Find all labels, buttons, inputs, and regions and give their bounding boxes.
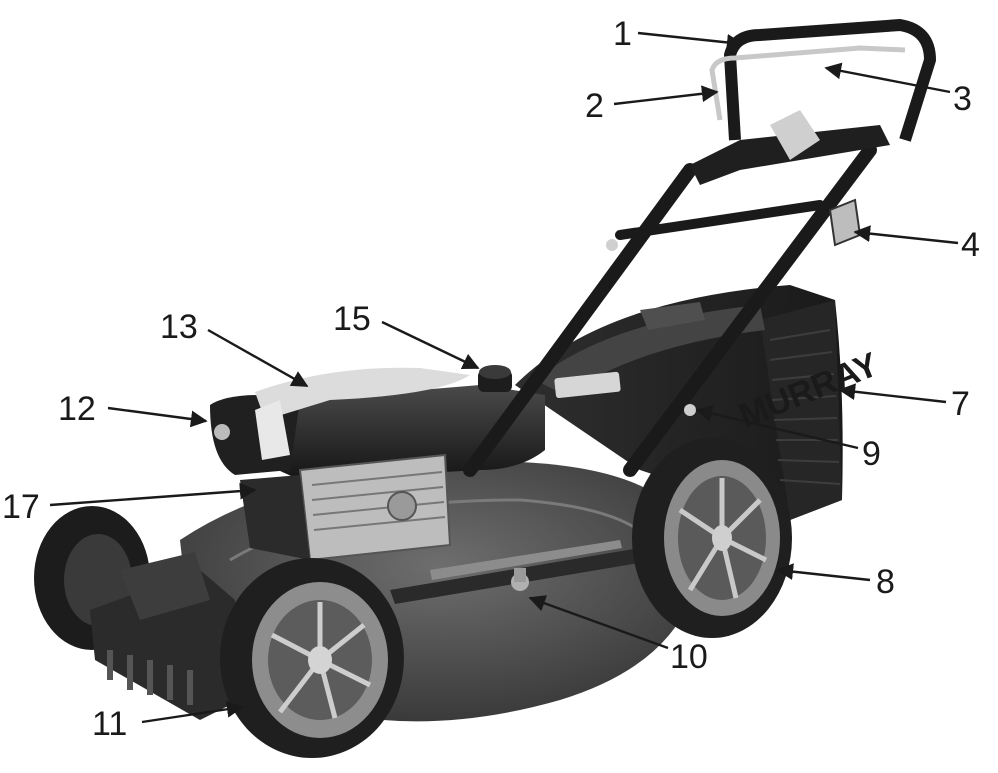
callout-arrow-15: [381, 320, 480, 370]
rear-right-wheel: [632, 438, 792, 638]
callout-arrow-13: [207, 328, 309, 388]
callout-arrow-8: [776, 563, 871, 582]
callout-arrow-7: [838, 383, 947, 404]
callout-label-13: 13: [160, 308, 198, 346]
callout-label-17: 17: [2, 488, 40, 526]
callout-label-2: 2: [585, 87, 604, 125]
callout-label-15: 15: [333, 300, 371, 338]
callout-label-10: 10: [670, 638, 708, 676]
callout-arrow-10: [528, 595, 669, 650]
callout-labels: 1 2 3 4 7 8 9 10 11 12 13 15 17: [2, 15, 980, 743]
callout-arrow-4: [853, 225, 959, 245]
callout-arrow-12: [107, 406, 208, 428]
callout-label-11: 11: [92, 705, 127, 743]
callout-label-9: 9: [862, 435, 881, 473]
callout-label-3: 3: [953, 80, 972, 118]
callout-arrow-17: [49, 482, 257, 507]
callout-arrow-3: [824, 62, 951, 94]
callout-label-8: 8: [876, 563, 895, 601]
front-right-wheel: [220, 558, 404, 758]
callout-arrow-11: [141, 700, 244, 724]
callout-label-12: 12: [58, 390, 96, 428]
callout-label-7: 7: [951, 385, 970, 423]
front-guard: [90, 552, 240, 720]
callout-arrow-1: [637, 31, 744, 51]
engine: [210, 365, 545, 562]
callout-arrows: [49, 31, 959, 724]
callout-label-1: 1: [613, 15, 632, 53]
callout-arrow-9: [695, 405, 859, 450]
callout-arrow-2: [613, 85, 719, 106]
callout-label-4: 4: [961, 226, 980, 264]
